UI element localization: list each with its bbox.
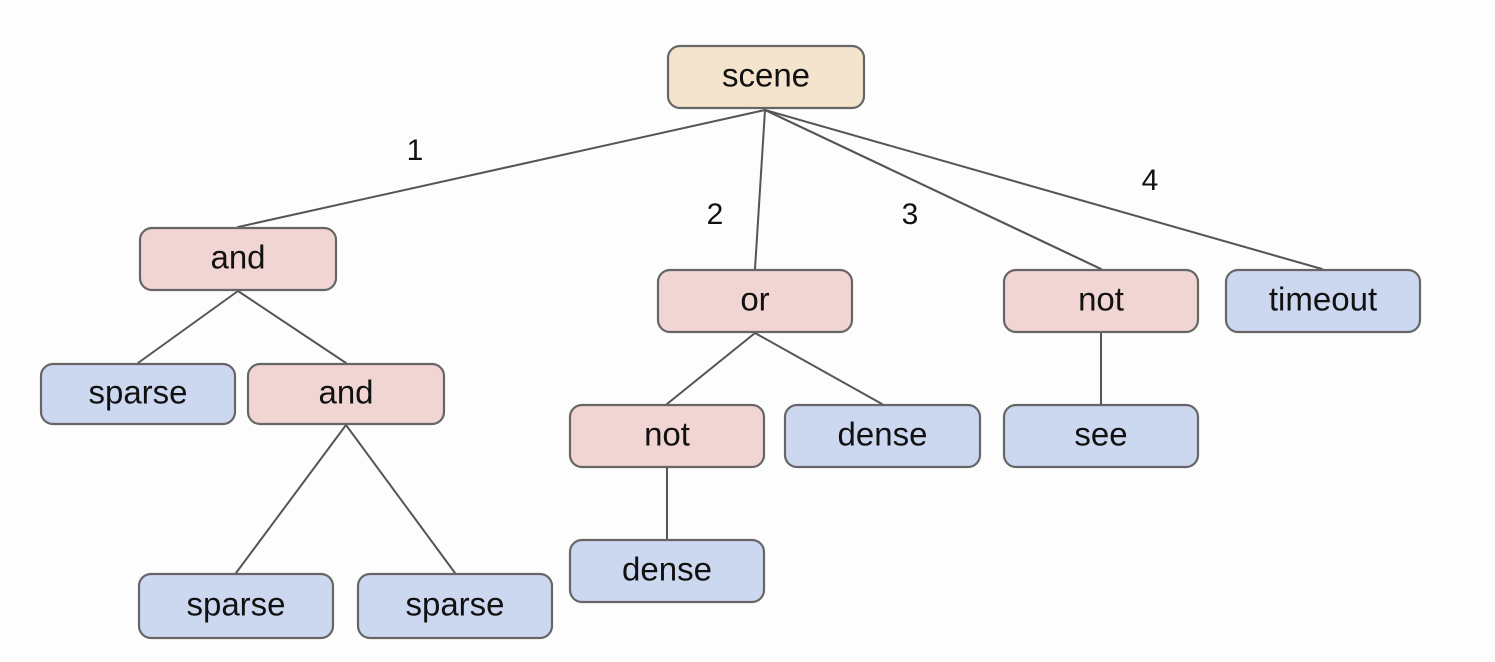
node-box-scene[interactable] [666,44,866,110]
node-box-sparse1[interactable] [39,362,237,426]
node-label-not1: not [644,416,690,453]
node-label-dense2: dense [622,551,712,588]
node-label-dense1: dense [838,416,928,453]
node-label-sparse3: sparse [405,586,504,623]
tree-edge-and1-to-and2 [237,290,347,364]
tree-edge-scene-to-not2b [764,109,1102,270]
tree-node-and1[interactable]: and [138,226,338,292]
node-label-see1: see [1074,416,1127,453]
tree-edge-scene-to-and1 [237,109,766,228]
tree-node-sparse1[interactable]: sparse [39,362,237,426]
edge-label-2: 2 [707,198,724,231]
node-label-sparse1: sparse [88,374,187,411]
node-label-timeout1: timeout [1269,281,1377,318]
node-label-not2: not [1078,281,1124,318]
node-box-sparse2[interactable] [137,572,335,640]
tree-node-or1[interactable]: or [656,268,854,334]
tree-node-sparse2[interactable]: sparse [137,572,335,640]
node-label-sparse2: sparse [186,586,285,623]
tree-node-dense1[interactable]: dense [783,403,982,469]
node-box-and2[interactable] [246,362,446,426]
edges-layer [137,109,1323,574]
tree-node-not2[interactable]: not [1002,268,1200,334]
tree-node-not1[interactable]: not [568,403,766,469]
tree-edge-and2-to-sparse2 [235,424,347,574]
tree-edge-and1-to-sparse1 [137,290,239,364]
node-box-and1[interactable] [138,226,338,292]
tree-node-and2[interactable]: and [246,362,446,426]
node-box-not1[interactable] [568,403,766,469]
node-box-dense2[interactable] [568,538,766,604]
tree-node-scene[interactable]: scene [666,44,866,110]
tree-node-timeout1[interactable]: timeout [1224,268,1422,334]
node-label-scene: scene [722,57,810,94]
tree-edge-scene-to-timeout1 [764,109,1323,270]
node-box-or1[interactable] [656,268,854,334]
tree-node-sparse3[interactable]: sparse [356,572,554,640]
edge-label-3: 3 [902,198,919,231]
node-label-or1: or [740,281,769,318]
tree-node-dense2[interactable]: dense [568,538,766,604]
edge-labels-layer: 1 2 3 4 [407,134,1159,231]
node-box-see1[interactable] [1002,403,1200,469]
node-box-dense1[interactable] [783,403,982,469]
tree-edge-or1-to-not1 [666,332,756,405]
tree-edge-scene-to-or1 [754,109,766,270]
edge-label-4: 4 [1142,164,1159,197]
nodes-layer: scene and sparse and sparse sparse or not dense d… [39,44,1422,640]
tree-edge-and2-to-sparse3 [345,424,456,574]
node-label-and2: and [318,374,373,411]
node-box-sparse3[interactable] [356,572,554,640]
node-box-not2[interactable] [1002,268,1200,334]
node-box-timeout1[interactable] [1224,268,1422,334]
edge-label-1: 1 [407,134,424,167]
tree-edge-or1-to-dense1 [754,332,883,405]
node-label-and1: and [210,239,265,276]
tree-node-see1[interactable]: see [1002,403,1200,469]
